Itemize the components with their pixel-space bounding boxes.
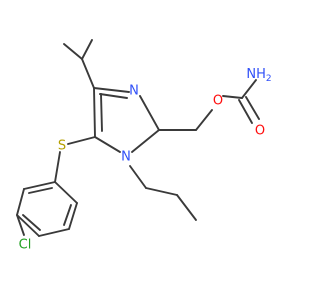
chemical-structure-diagram: NH2 O O N N S Cl [16,39,272,253]
bond-phenyl-1-2 [23,181,56,190]
bond-c5-sulfur [67,136,96,145]
bond-isopropyl-ch-methyl-right [81,39,93,60]
bond-phenyl-4-5 [38,228,70,237]
atom-label-nh2: NH2 [246,67,271,84]
bond-ring-n3-c2 [139,95,160,131]
bond-isopropyl-to-ring [81,58,95,89]
bond-phenyl-3-4-inner [22,214,41,231]
atom-label-layer: NH2 O O N N S Cl [19,67,272,253]
bond-propyl-c1-c2 [145,187,178,196]
bond-sulfur-phenyl [54,151,61,183]
atom-label-carbonyl-oxygen: O [255,124,265,139]
bond-isopropyl-ch-methyl-left [63,43,83,60]
bond-carbonyl-double-1 [238,99,253,124]
bond-phenyl-2-3 [16,188,25,216]
bond-ring-c5-c4-double-inner [100,93,103,132]
atom-label-ester-oxygen: O [213,94,223,109]
bond-ring-n1-c5 [94,136,121,153]
bond-carbonyl-c-nh2 [241,79,257,99]
bond-carbonyl-double-2 [245,96,260,120]
bond-phenyl-5-6-inner [63,204,72,226]
atom-label-chlorine: Cl [19,238,32,253]
bond-ring-c2-n1 [131,129,160,153]
bond-phenyl-3-4 [16,214,40,237]
bond-ring-c4-n3-double [93,87,130,93]
atom-label-ring-nitrogen-bottom: N [121,150,131,165]
bond-ring-c5-c4 [93,87,96,138]
bond-ch2-ester-o [195,109,213,131]
bond-phenyl-1-2-inner [28,187,53,194]
atom-label-nh2-subscript: 2 [266,74,272,84]
bond-phenyl-chlorine [16,214,25,236]
bond-layer [16,39,260,237]
bond-phenyl-6-1 [54,181,78,204]
bond-phenyl-5-6 [68,202,78,230]
atom-label-sulfur: S [58,139,66,154]
bond-propyl-c2-c3 [176,194,197,221]
bond-ester-o-carbonyl-c [222,95,243,99]
bond-n1-propyl-c1 [129,165,147,189]
atom-label-ring-nitrogen-top: N [129,84,139,99]
bond-ring-c4-n3-double-inner [99,93,128,99]
